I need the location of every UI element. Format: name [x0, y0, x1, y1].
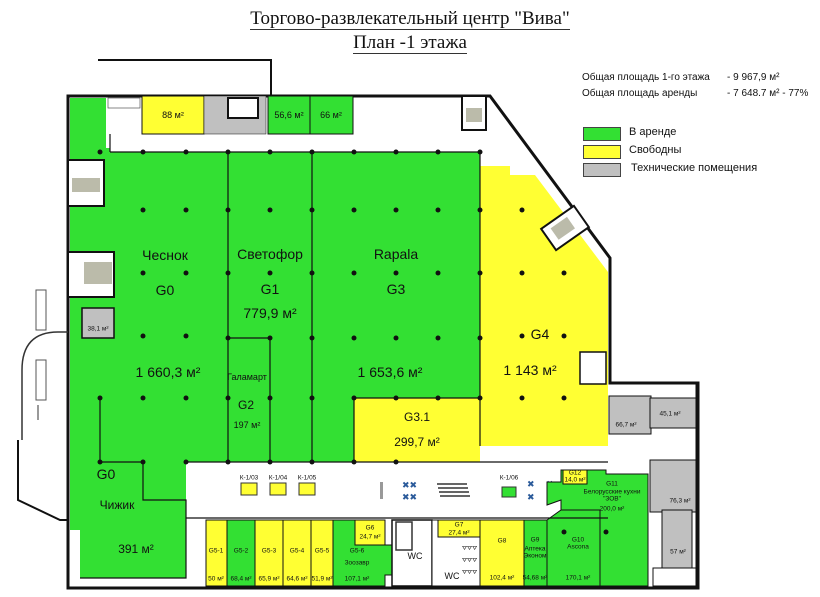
- total-area-stat: Общая площадь 1-го этажа - 9 967,9 м²: [582, 72, 779, 83]
- g8-area: 102,4 м²: [489, 574, 515, 582]
- svg-text:⛛⛛⛛: ⛛⛛⛛: [462, 545, 477, 552]
- g2-code: G2: [237, 398, 255, 413]
- g5-6-code: G5-6: [349, 547, 365, 555]
- total-area-value: - 9 967,9 м²: [727, 72, 780, 83]
- g10-tenant: Ascona: [567, 543, 589, 551]
- legend-label: В аренде: [629, 126, 677, 138]
- tech-381-area: 38,1 м²: [87, 325, 109, 333]
- g7-area: 27,4 м²: [448, 529, 470, 537]
- g1-code: G1: [260, 280, 280, 297]
- g0-area: 1 660,3 м²: [135, 363, 201, 380]
- g4-code: G4: [530, 325, 550, 342]
- kiosk-k104-label: К-1/04: [268, 474, 288, 482]
- tech-763-area: 76,3 м²: [669, 497, 691, 505]
- g2-tenant: Галамарт: [227, 371, 267, 382]
- g5-1-area: 50 м²: [208, 575, 224, 583]
- g5-3-area: 65,9 м²: [258, 575, 280, 583]
- g3-area: 1 653,6 м²: [357, 363, 423, 380]
- kiosk-k106-label: К-1/06: [499, 474, 519, 482]
- g5-6-area: 107,1 м²: [344, 575, 370, 583]
- svg-text:✖✖: ✖✖: [402, 493, 417, 503]
- g0-tenant: Чеснок: [142, 246, 188, 263]
- g5-3-code: G5-3: [261, 547, 277, 555]
- g1-area: 779,9 м²: [243, 304, 297, 321]
- legend-label: Свободны: [629, 144, 682, 156]
- g12-area: 14,0 м²: [564, 476, 586, 484]
- g0b-tenant: Чижик: [99, 498, 135, 513]
- g1-tenant: Светофор: [237, 245, 303, 262]
- g5-2-code: G5-2: [233, 547, 249, 555]
- tech-451-area: 45,1 м²: [659, 410, 681, 418]
- legend-swatch-technical: [583, 163, 621, 177]
- svg-text:✖✖: ✖✖: [402, 481, 417, 491]
- rent-area-value: - 7 648.7 м² - 77%: [727, 88, 809, 99]
- g0b-area: 391 м²: [118, 542, 154, 557]
- g11-code: G11: [606, 480, 618, 488]
- g9-code: G9: [530, 536, 540, 544]
- g5-1-code: G5-1: [208, 547, 224, 555]
- g11-area: 200,0 м²: [599, 505, 625, 513]
- room-566-area: 56,6 м²: [274, 109, 304, 120]
- rent-area-stat: Общая площадь аренды - 7 648.7 м² - 77%: [582, 88, 808, 99]
- svg-text:⛛⛛⛛: ⛛⛛⛛: [462, 557, 477, 564]
- g0-code: G0: [155, 281, 175, 298]
- g6-code: G6: [365, 524, 375, 532]
- g5-5-code: G5-5: [314, 547, 330, 555]
- g5-5-area: 51,9 м²: [311, 575, 333, 583]
- total-area-label: Общая площадь 1-го этажа: [582, 72, 710, 83]
- g0b-code: G0: [96, 465, 116, 482]
- g31-code: G3.1: [403, 410, 431, 425]
- g5-2-area: 68,4 м²: [230, 575, 252, 583]
- svg-text:✖: ✖: [527, 480, 535, 490]
- g9-tenant: Аптека Эконом: [523, 545, 547, 560]
- g10-code: G10: [571, 536, 585, 544]
- kiosk-k105-label: К-1/05: [297, 474, 317, 482]
- g5-4-code: G5-4: [289, 547, 305, 555]
- wc-label-1: WC: [407, 550, 423, 561]
- wc-label-2: WC: [444, 570, 460, 581]
- tech-667-area: 66,7 м²: [615, 421, 637, 429]
- legend-swatch-free: [583, 145, 621, 159]
- svg-text:⛛⛛⛛: ⛛⛛⛛: [462, 569, 477, 576]
- legend-label: Технические помещения: [631, 162, 758, 174]
- tech-57-area: 57 м²: [670, 548, 686, 556]
- room-66-area: 66 м²: [320, 109, 342, 120]
- g11-tenant: Белорусские кухни "ЗОВ": [583, 488, 641, 503]
- plan-subtitle: План -1 этажа: [353, 32, 467, 54]
- plan-title: Торгово-развлекательный центр "Вива": [250, 8, 570, 30]
- g2-area: 197 м²: [233, 419, 261, 430]
- g10-area: 170,1 м²: [565, 574, 591, 582]
- g12-code: G12: [568, 469, 582, 477]
- g4-area: 1 143 м²: [503, 361, 557, 378]
- svg-text:✖: ✖: [527, 493, 535, 503]
- room-88-area: 88 м²: [162, 109, 184, 120]
- legend-swatch-rented: [583, 127, 621, 141]
- g8-code: G8: [497, 537, 507, 545]
- g3-code: G3: [386, 280, 406, 297]
- g9-area: 54,68 м²: [522, 574, 548, 582]
- kiosk-k103-label: К-1/03: [239, 474, 259, 482]
- g5-6-tenant: Зоозавр: [344, 559, 370, 567]
- g3-tenant: Rapala: [373, 245, 419, 262]
- g7-code: G7: [454, 521, 464, 529]
- g5-4-area: 64,6 м²: [286, 575, 308, 583]
- rent-area-label: Общая площадь аренды: [582, 88, 698, 99]
- g6-area: 24,7 м²: [359, 533, 381, 541]
- g31-area: 299,7 м²: [394, 435, 440, 450]
